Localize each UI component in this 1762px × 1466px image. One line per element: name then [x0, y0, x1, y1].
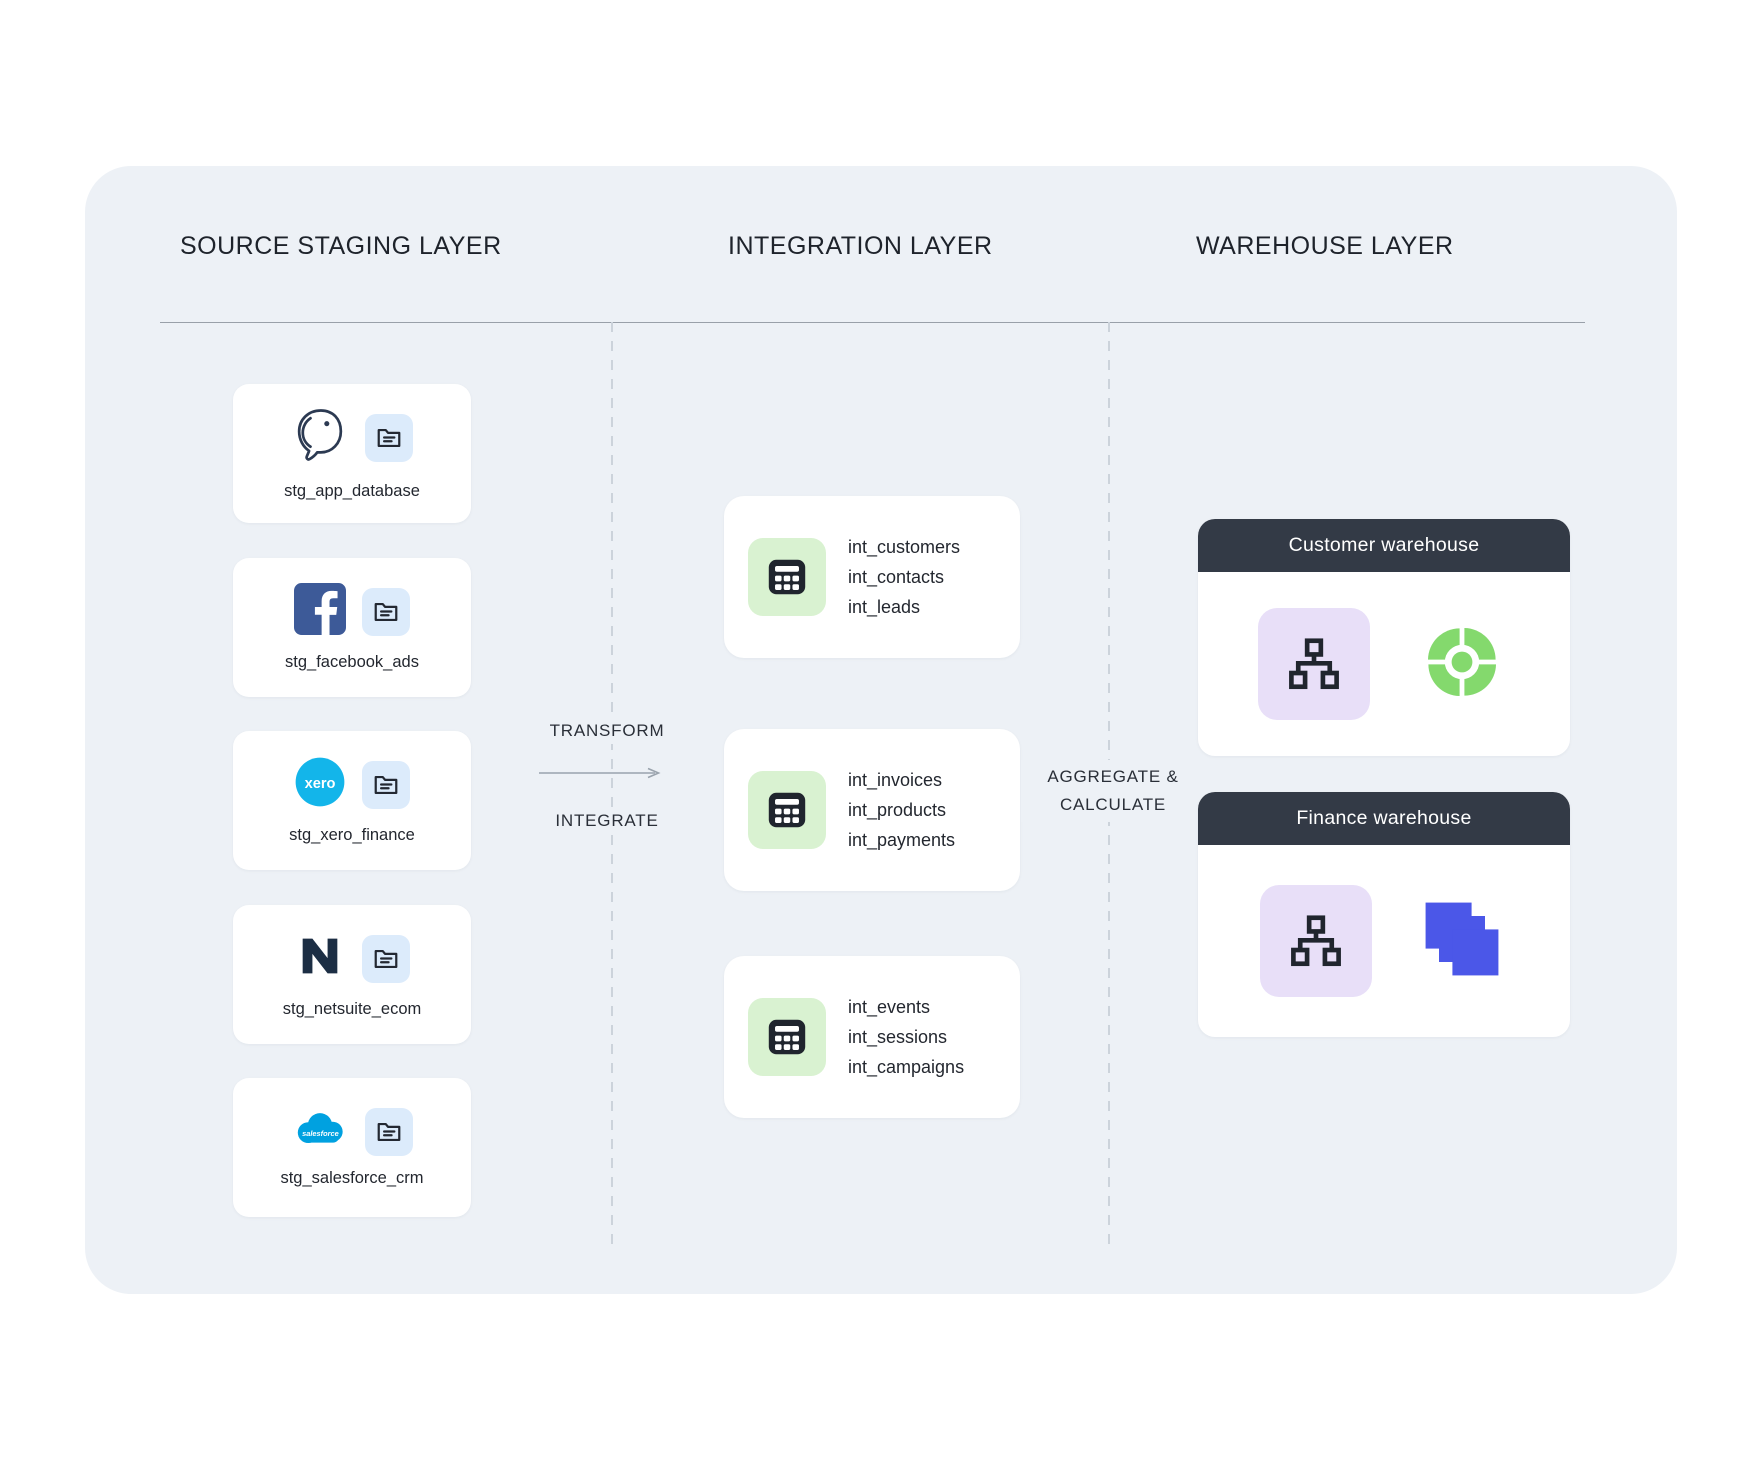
integration-card-customers: int_customers int_contacts int_leads — [724, 496, 1020, 658]
integration-card-finance: int_invoices int_products int_payments — [724, 729, 1020, 891]
staging-layer-title: SOURCE STAGING LAYER — [180, 232, 502, 260]
table-name: int_products — [848, 800, 947, 820]
schema-tile — [1258, 608, 1370, 720]
integration-layer-title: INTEGRATION LAYER — [728, 232, 993, 260]
staging-card-icons — [294, 930, 410, 987]
staging-table-label: stg_salesforce_crm — [280, 1169, 424, 1187]
staging-card-icons: xero — [294, 756, 410, 813]
folder-tile — [362, 587, 410, 636]
transform-label: TRANSFORM — [533, 718, 681, 744]
aggregate-label-line2: CALCULATE — [1059, 795, 1167, 814]
staging-card-app-database: stg_app_database — [233, 384, 471, 523]
integration-card-marketing: int_events int_sessions int_campaigns — [724, 956, 1020, 1118]
salesforce-logo-text: salesforce — [302, 1129, 339, 1138]
warehouse-card-title: Customer warehouse — [1198, 519, 1570, 572]
folder-tile — [362, 760, 410, 809]
staging-card-icons — [291, 406, 413, 469]
header-divider-line — [160, 322, 1585, 323]
integrate-label: INTEGRATE — [533, 808, 681, 834]
folder-tile — [362, 934, 410, 983]
folder-icon — [375, 424, 403, 452]
warehouse-card-body — [1198, 572, 1570, 756]
staging-card-icons — [294, 583, 410, 640]
postgresql-icon — [291, 406, 349, 469]
staging-card-xero-finance: xero stg_xero_finance — [233, 731, 471, 870]
org-chart-icon — [1285, 910, 1347, 972]
schema-tile — [1260, 885, 1372, 997]
warehouse-card-title: Finance warehouse — [1198, 792, 1570, 845]
warehouse-card-customer: Customer warehouse — [1198, 519, 1570, 756]
table-grid-icon — [764, 787, 810, 833]
staging-card-icons: salesforce — [291, 1107, 413, 1156]
staging-table-label: stg_xero_finance — [289, 826, 415, 844]
table-tile — [748, 998, 826, 1076]
staging-card-netsuite-ecom: stg_netsuite_ecom — [233, 905, 471, 1044]
folder-icon — [375, 1118, 403, 1146]
staging-card-facebook-ads: stg_facebook_ads — [233, 558, 471, 697]
folder-icon — [372, 945, 400, 973]
column-divider-1 — [611, 322, 613, 1246]
integration-table-list: int_events int_sessions int_campaigns — [848, 992, 964, 1082]
warehouse-card-finance: Finance warehouse — [1198, 792, 1570, 1037]
architecture-diagram-panel: SOURCE STAGING LAYER INTEGRATION LAYER W… — [85, 166, 1677, 1294]
facebook-icon — [294, 583, 346, 640]
table-name: int_events — [848, 997, 931, 1017]
table-name: int_leads — [848, 597, 921, 617]
table-tile — [748, 538, 826, 616]
table-name: int_customers — [848, 537, 961, 557]
warehouse-layer-title: WAREHOUSE LAYER — [1196, 232, 1454, 260]
aggregate-calculate-label: AGGREGATE & CALCULATE — [1021, 760, 1205, 822]
right-arrow-icon — [537, 766, 661, 785]
xero-logo-text: xero — [305, 776, 336, 792]
folder-icon — [372, 598, 400, 626]
xero-icon: xero — [294, 756, 346, 813]
table-name: int_sessions — [848, 1027, 948, 1047]
table-name: int_campaigns — [848, 1057, 965, 1077]
integration-table-list: int_invoices int_products int_payments — [848, 765, 955, 855]
table-name: int_payments — [848, 830, 956, 850]
indigo-layers-icon — [1416, 893, 1508, 990]
staging-table-label: stg_app_database — [284, 482, 420, 500]
table-name: int_invoices — [848, 770, 943, 790]
green-flower-icon — [1414, 614, 1510, 715]
table-name: int_contacts — [848, 567, 945, 587]
netsuite-icon — [294, 930, 346, 987]
staging-table-label: stg_netsuite_ecom — [282, 1000, 422, 1018]
folder-icon — [372, 771, 400, 799]
integration-table-list: int_customers int_contacts int_leads — [848, 532, 960, 622]
staging-card-salesforce-crm: salesforce stg_salesforce_crm — [233, 1078, 471, 1217]
table-tile — [748, 771, 826, 849]
table-grid-icon — [764, 554, 810, 600]
warehouse-card-body — [1198, 845, 1570, 1037]
org-chart-icon — [1283, 633, 1345, 695]
salesforce-icon: salesforce — [291, 1107, 349, 1156]
folder-tile — [365, 1107, 413, 1156]
table-grid-icon — [764, 1014, 810, 1060]
staging-table-label: stg_facebook_ads — [285, 653, 419, 671]
aggregate-label-line1: AGGREGATE & — [1047, 767, 1179, 786]
folder-tile — [365, 413, 413, 462]
